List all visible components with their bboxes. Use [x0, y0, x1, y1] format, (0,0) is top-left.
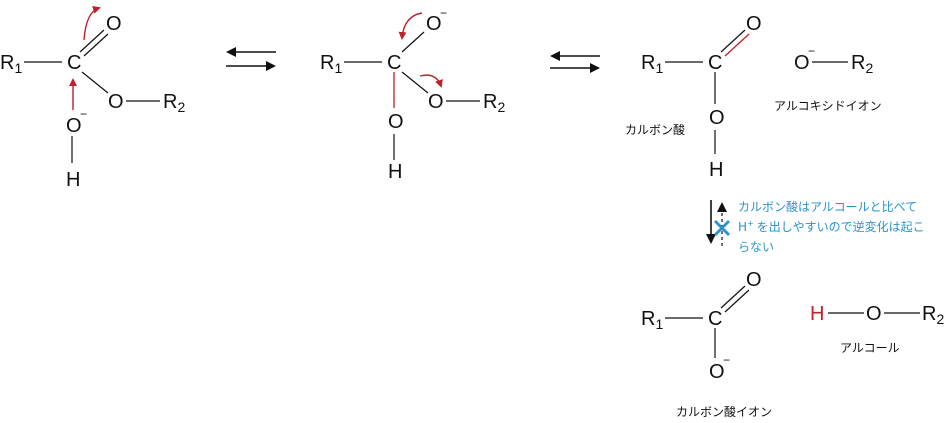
atom-c: C	[67, 52, 81, 74]
atom-alcohol-o: O	[866, 303, 882, 325]
atom-ester-o: O	[108, 91, 124, 113]
bond-c-o-double-b	[724, 289, 750, 313]
atom-r1: R1	[641, 52, 663, 76]
atom-r2: R2	[483, 91, 505, 115]
atom-c: C	[387, 52, 401, 74]
charge-minus: −	[808, 44, 815, 58]
charge-minus: −	[723, 353, 730, 367]
atom-alkoxide-o: O	[794, 52, 810, 74]
bond-c-o-double-a	[79, 29, 105, 53]
atom-carbonyl-o: O	[106, 13, 122, 35]
atom-r1: R1	[320, 52, 342, 76]
cross-mark-b	[714, 220, 730, 236]
atom-oxide-o: O	[709, 361, 725, 383]
atom-c: C	[708, 52, 722, 74]
atom-h: H	[388, 161, 402, 183]
atom-h: H	[66, 169, 80, 191]
atom-ester-o: O	[428, 91, 444, 113]
vertical-arrow	[706, 200, 730, 246]
bond-c-o-double-b	[83, 33, 109, 57]
note-line-3: らない	[738, 240, 774, 254]
note-line-1: カルボン酸はアルコールと比べて	[738, 199, 917, 214]
bond-c-o-double-a	[720, 285, 746, 309]
structure-alkoxide-ion: O − R2 アルコキシドイオン	[774, 44, 882, 113]
equilibrium-arrow-1	[226, 47, 276, 71]
red-arrow-leave	[419, 74, 443, 88]
bond-c-o-double-a	[720, 29, 746, 53]
structure-alcohol: H O R2 アルコール	[810, 303, 944, 355]
atom-carbonyl-o: O	[746, 13, 762, 35]
atom-h: H	[709, 159, 723, 181]
atom-carbonyl-o: O	[746, 269, 762, 291]
label-carboxylate-ion: カルボン酸イオン	[676, 404, 772, 419]
label-alkoxide-ion: アルコキシドイオン	[774, 99, 882, 113]
atom-hydroxyl-o: O	[709, 107, 725, 129]
structure-tetrahedral-intermediate: R1 C O − O R2 O H	[320, 6, 505, 183]
bond-c-o	[401, 31, 425, 53]
atom-hydroxyl-o: O	[388, 111, 404, 133]
note-line-2: H+を出しやすいので逆変化は起こ	[738, 219, 925, 234]
structure-carboxylate-ion: R1 C O O − カルボン酸イオン	[641, 269, 772, 419]
equilibrium-arrow-2	[550, 51, 600, 73]
bond-c-o-ester	[81, 71, 109, 94]
atom-r2: R2	[851, 52, 873, 76]
red-arrow-reform-pi	[398, 12, 423, 40]
atom-c: C	[708, 308, 722, 330]
structure-ester-hydroxide: R1 C O O R2 O − H	[0, 5, 185, 191]
charge-minus: −	[440, 6, 447, 20]
label-alcohol: アルコール	[840, 341, 900, 355]
atom-r1: R1	[641, 308, 663, 332]
irreversibility-note: カルボン酸はアルコールと比べて H+を出しやすいので逆変化は起こ らない	[738, 199, 925, 254]
red-arrow-pi-shift	[83, 5, 101, 41]
charge-minus: −	[80, 107, 87, 121]
atom-r2: R2	[922, 303, 944, 327]
bond-c-o-double-b	[724, 33, 750, 57]
atom-hydroxide-o: O	[66, 115, 82, 137]
atom-oxide-o: O	[426, 13, 442, 35]
label-carboxylic-acid: カルボン酸	[625, 122, 685, 137]
atom-h-red: H	[810, 303, 824, 325]
atom-r2: R2	[163, 91, 185, 115]
bond-c-o-ester	[401, 71, 429, 94]
atom-r1: R1	[0, 52, 22, 76]
structure-carboxylic-acid: R1 C O O H カルボン酸	[625, 13, 762, 181]
